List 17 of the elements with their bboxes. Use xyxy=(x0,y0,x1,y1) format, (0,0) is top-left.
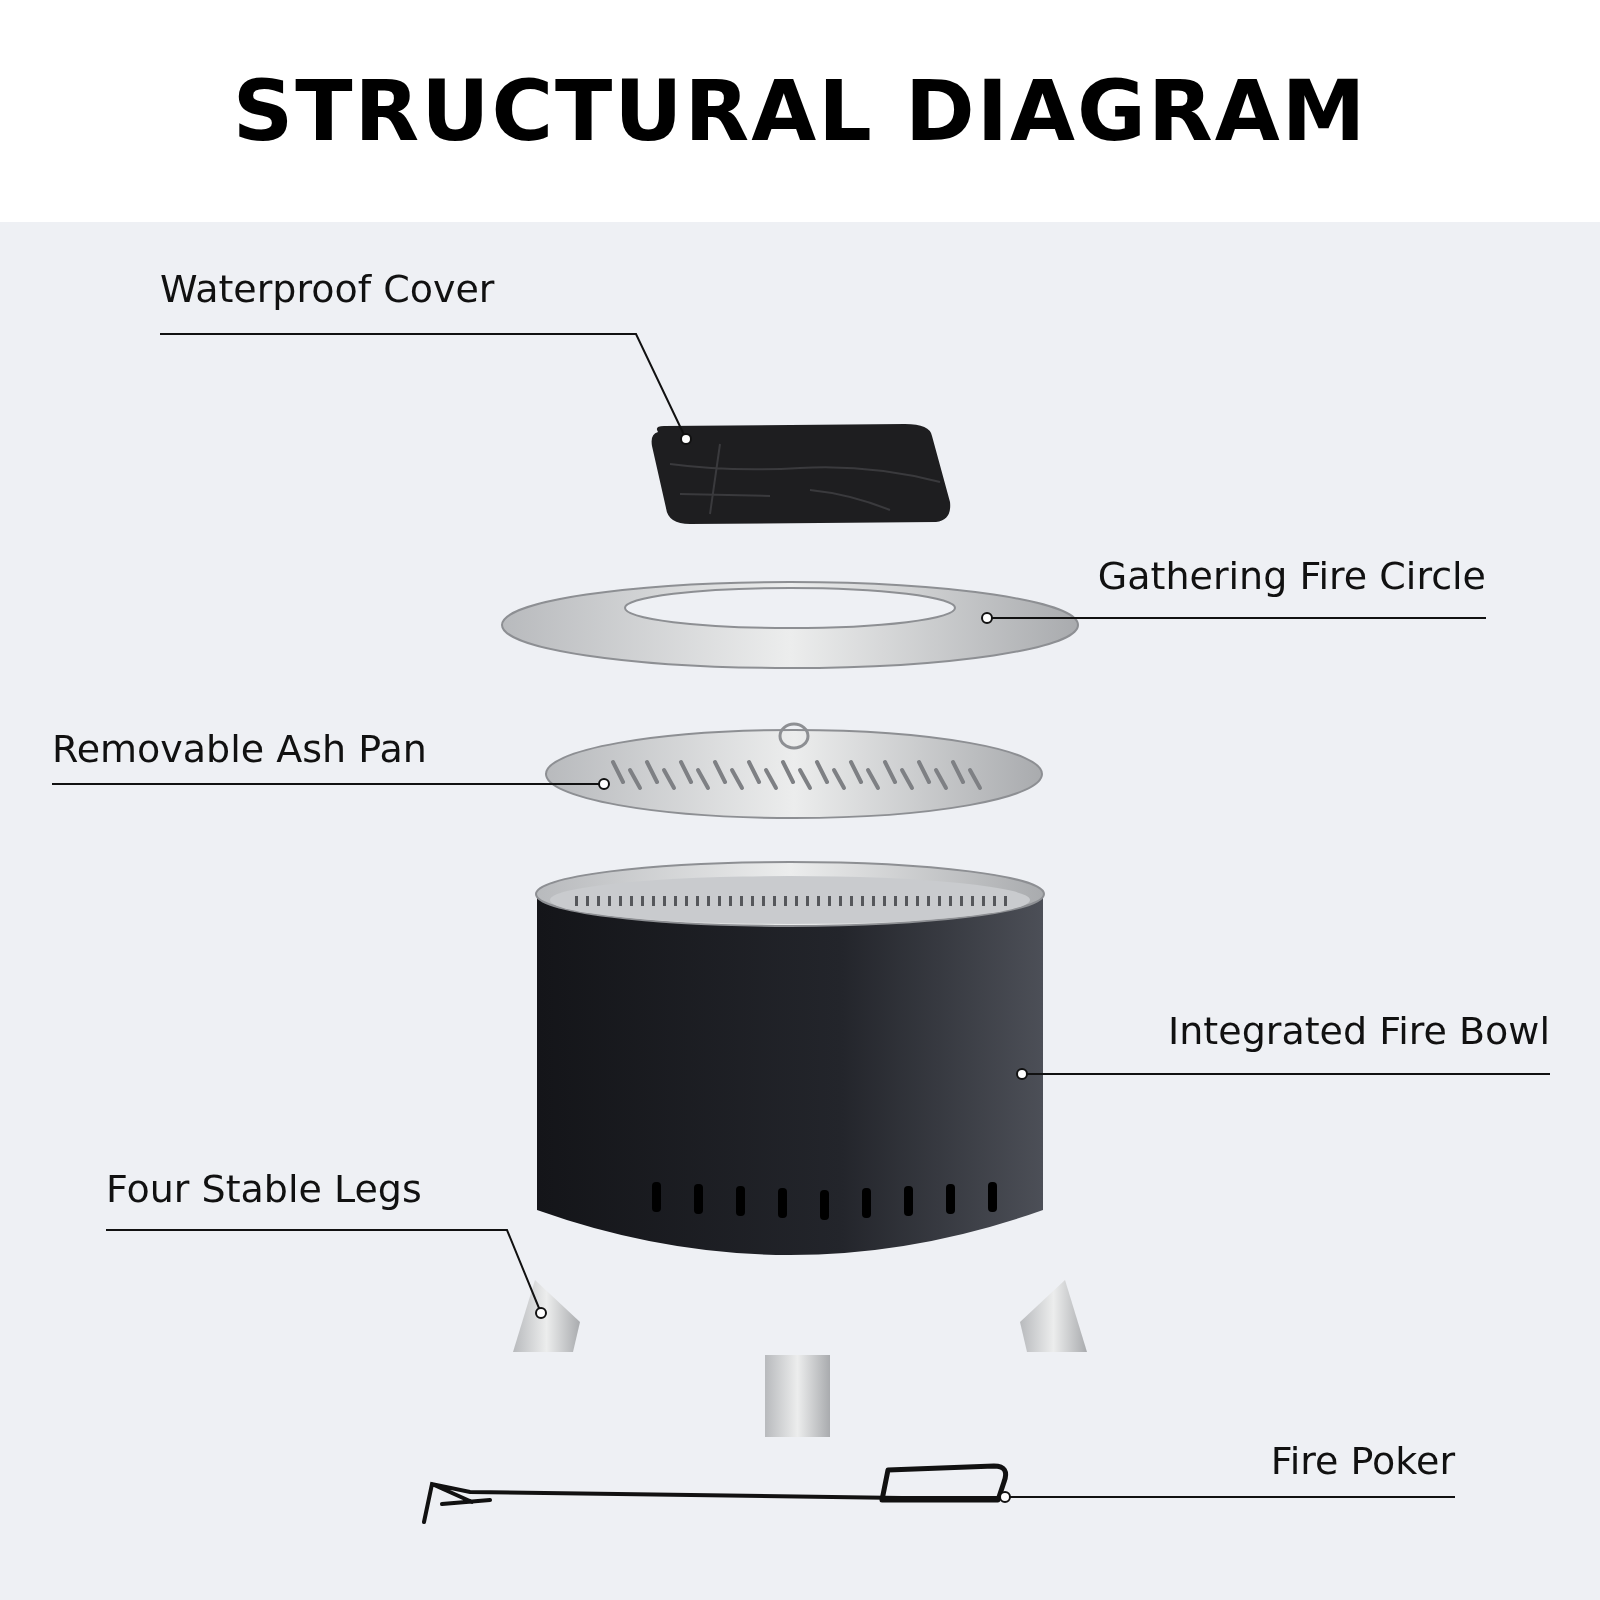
folded-cover-drawing xyxy=(650,424,952,524)
leader-line xyxy=(981,612,1487,624)
leader-line xyxy=(105,1229,547,1319)
part-label: Waterproof Cover xyxy=(160,268,495,312)
part-label: Integrated Fire Bowl xyxy=(1168,1010,1550,1054)
part-label: Gathering Fire Circle xyxy=(1097,555,1486,599)
part-label: Four Stable Legs xyxy=(106,1168,422,1212)
ash-pan-drawing xyxy=(543,722,1045,820)
leader-line xyxy=(159,333,692,445)
legs-drawing xyxy=(513,1280,1087,1440)
fire-ring-drawing xyxy=(500,580,1080,670)
part-label: Removable Ash Pan xyxy=(52,728,427,772)
leader-line xyxy=(51,778,610,790)
leader-line xyxy=(1016,1068,1551,1080)
title: STRUCTURAL DIAGRAM xyxy=(232,62,1368,160)
leader-line xyxy=(999,1491,1456,1503)
part-label: Fire Poker xyxy=(1270,1440,1455,1484)
